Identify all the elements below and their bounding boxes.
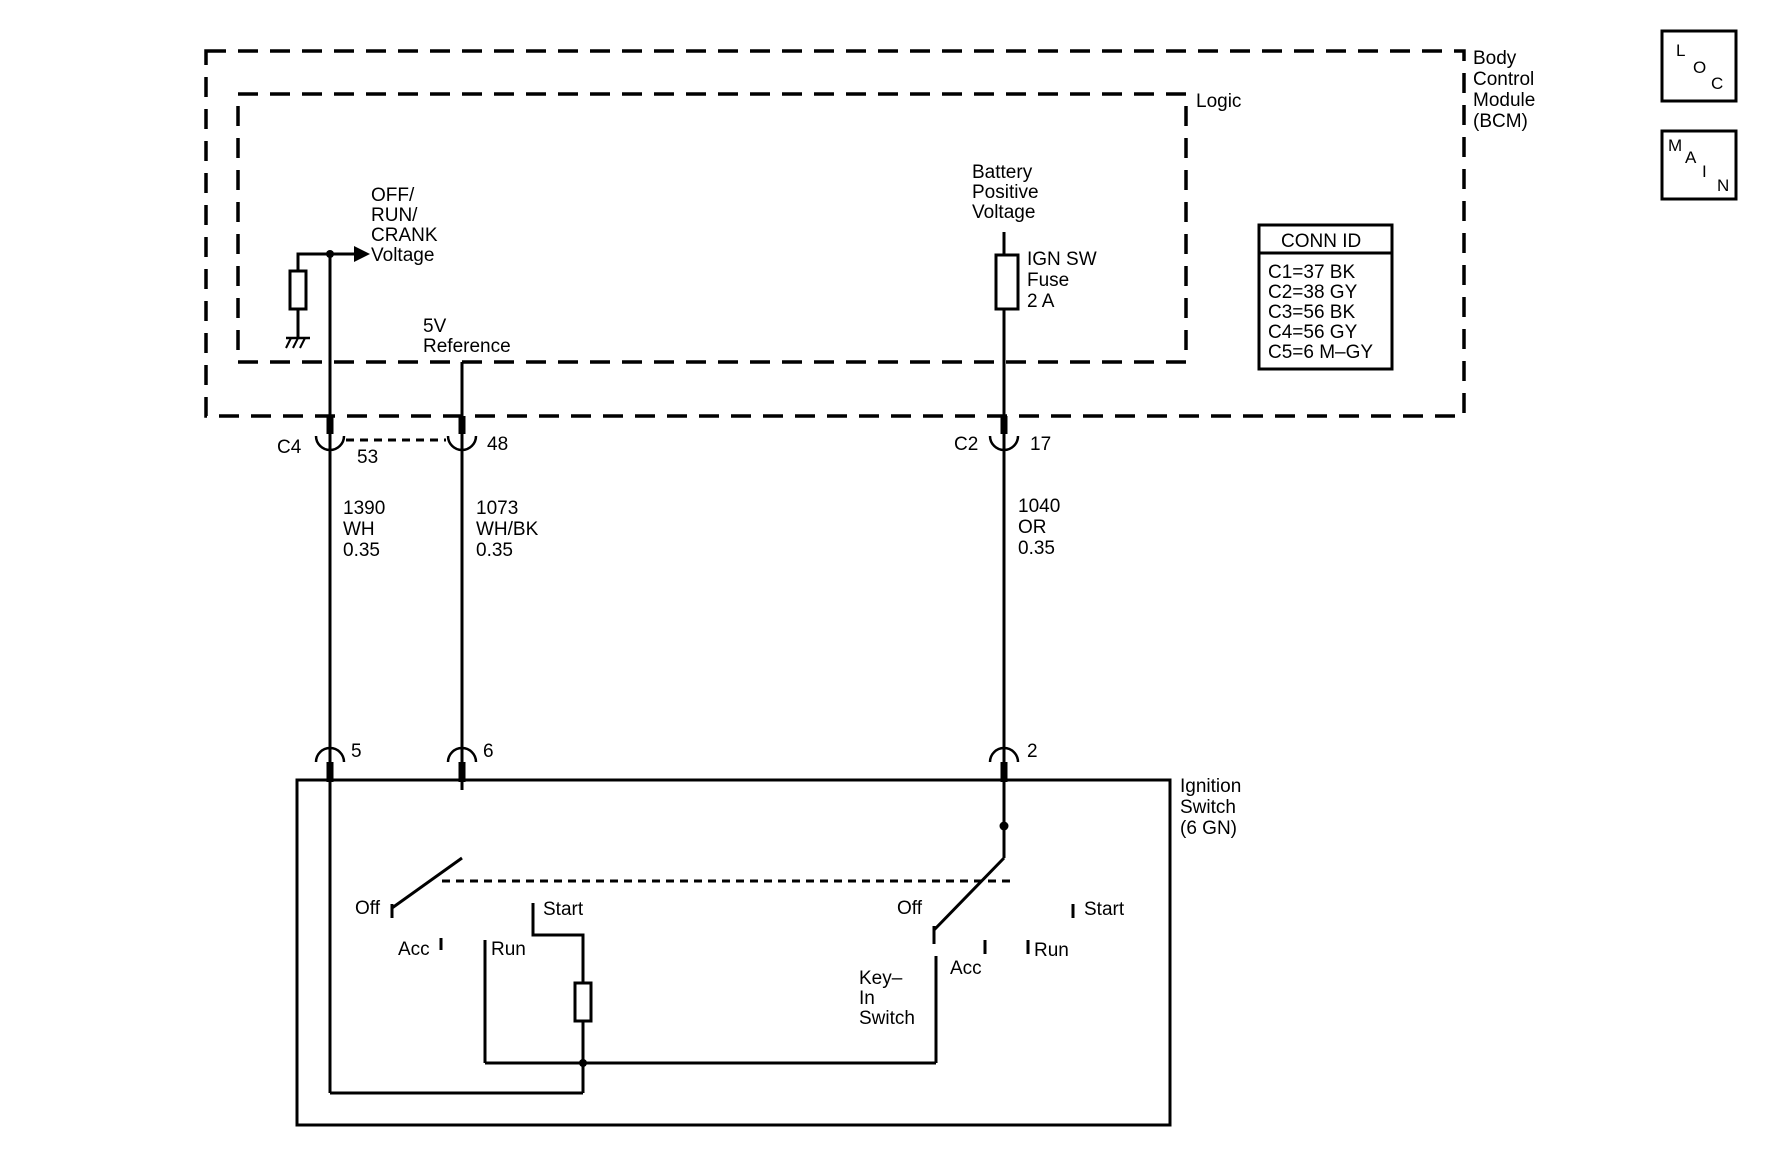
connector-c2-pin-17: [988, 416, 1020, 452]
right-acc-label: Acc: [950, 958, 982, 979]
c4-pin-53: 53: [357, 447, 378, 468]
switch-resistor: [573, 981, 593, 1023]
conn-id-row: C2=38 GY: [1268, 282, 1358, 303]
conn-id-table: CONN ID C1=37 BK C2=38 GY C3=56 BK C4=56…: [1257, 223, 1394, 371]
left-acc-label: Acc: [398, 939, 430, 960]
svg-text:N: N: [1717, 176, 1729, 195]
ign-sw-fuse: [994, 253, 1020, 311]
wire-1390-label: 1390 WH 0.35: [343, 498, 391, 561]
battery-positive-label: Battery Positive Voltage: [972, 162, 1044, 223]
right-run-label: Run: [1034, 940, 1069, 961]
c4-pin-48: 48: [487, 434, 508, 455]
conn-id-row: C3=56 BK: [1268, 302, 1355, 323]
ignition-switch-body: [295, 778, 1172, 1127]
left-off-label: Off: [355, 898, 381, 919]
c2-label: C2: [954, 434, 978, 455]
c4-label: C4: [277, 437, 302, 458]
svg-text:C: C: [1711, 74, 1723, 93]
left-run-label: Run: [491, 939, 526, 960]
pin-5-label: 5: [351, 741, 362, 762]
bcm-title: Body Control Module (BCM): [1473, 48, 1541, 132]
right-switch-blade: [932, 856, 1006, 932]
pin-2-label: 2: [1027, 741, 1038, 762]
connector-c4-pin-48: [446, 416, 478, 452]
key-in-switch-label: Key– In Switch: [859, 968, 915, 1029]
conn-id-row: C1=37 BK: [1268, 262, 1355, 283]
logic-label: Logic: [1196, 91, 1241, 112]
bcm-module-boundary: [204, 49, 1466, 418]
left-start-label: Start: [543, 899, 584, 920]
svg-text:M: M: [1668, 136, 1682, 155]
right-off-label: Off: [897, 898, 923, 919]
wire-1073-label: 1073 WH/BK 0.35: [476, 498, 544, 561]
pulldown-resistor: [288, 269, 308, 311]
wire-1040-label: 1040 OR 0.35: [1018, 496, 1066, 559]
svg-text:O: O: [1693, 58, 1706, 77]
off-run-crank-label: OFF/ RUN/ CRANK Voltage: [371, 185, 443, 266]
svg-text:I: I: [1702, 162, 1707, 181]
pin-6-label: 6: [483, 741, 494, 762]
connector-c4-pin-53: [314, 416, 346, 452]
svg-text:L: L: [1676, 41, 1685, 60]
c2-pin-17: 17: [1030, 434, 1051, 455]
loc-icon: [1660, 29, 1738, 103]
five-v-reference-label: 5V Reference: [423, 316, 511, 357]
ground-icon: [285, 336, 310, 349]
loc-button[interactable]: L O C: [1660, 29, 1738, 103]
conn-id-title: CONN ID: [1281, 231, 1361, 252]
off-run-crank-input: OFF/ RUN/ CRANK Voltage: [285, 185, 443, 349]
svg-text:A: A: [1685, 148, 1697, 167]
conn-id-row: C4=56 GY: [1268, 322, 1358, 343]
arrow-right-icon: [354, 246, 370, 262]
left-switch-blade: [391, 856, 463, 910]
main-icon: [1660, 129, 1738, 201]
ignition-switch-title: Ignition Switch (6 GN): [1180, 776, 1247, 839]
main-button[interactable]: M A I N: [1660, 129, 1738, 201]
conn-id-row: C5=6 M–GY: [1268, 342, 1373, 363]
right-start-label: Start: [1084, 899, 1125, 920]
fuse-label: IGN SW Fuse 2 A: [1027, 249, 1102, 312]
